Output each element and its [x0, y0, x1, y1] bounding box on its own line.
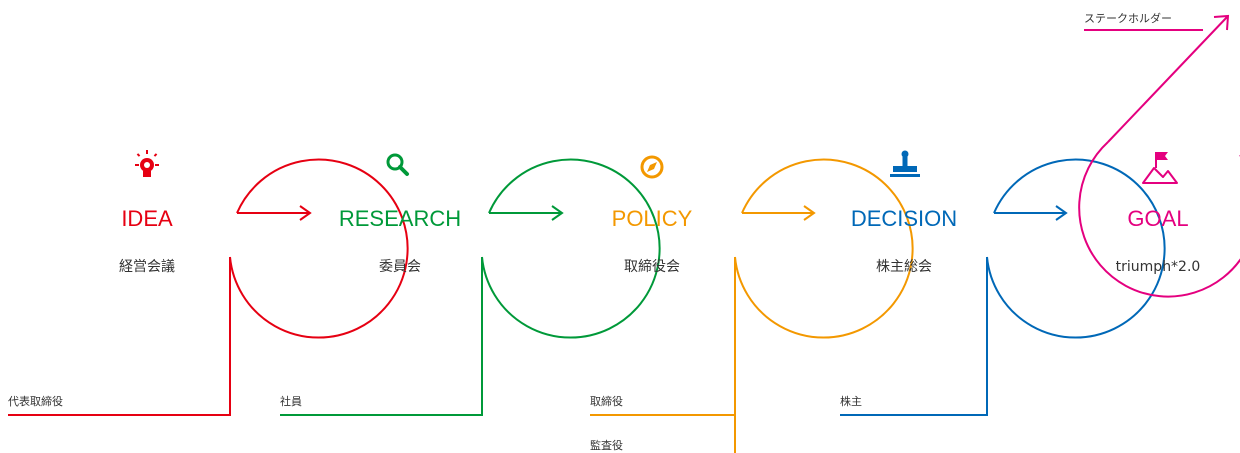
- node-decision: [840, 158, 1166, 416]
- magnifier-icon: [386, 153, 409, 176]
- idea-to-research-arrow: [237, 205, 312, 221]
- node-goal: [1078, 14, 1240, 298]
- goal-leader-line: [1107, 14, 1230, 143]
- policy-title: POLICY: [612, 206, 693, 231]
- idea-participant-label: 代表取締役: [8, 394, 63, 408]
- research-subtitle: 委員会: [379, 259, 421, 275]
- node-policy: [590, 158, 914, 453]
- research-leader-line: [280, 257, 483, 416]
- research-participant-label: 社員: [280, 394, 302, 408]
- lightbulb-head-icon: [135, 150, 159, 177]
- policy-participant-label-1: 取締役: [590, 394, 623, 408]
- stamp-icon: [890, 150, 920, 177]
- goal-participant-label: ステークホルダー: [1084, 11, 1172, 25]
- policy-leader-line: [590, 257, 736, 453]
- policy-to-decision-arrow: [742, 205, 816, 221]
- node-research: [280, 158, 661, 416]
- decision-leader-line: [840, 257, 988, 416]
- goal-title: GOAL: [1127, 206, 1188, 231]
- idea-subtitle: 経営会議: [119, 258, 175, 275]
- research-to-policy-arrow: [489, 205, 564, 221]
- goal-circle: [1078, 141, 1240, 298]
- research-title: RESEARCH: [339, 206, 461, 231]
- compass-icon: [640, 155, 664, 179]
- decision-to-goal-arrow: [994, 205, 1068, 221]
- goal-subtitle: triumph*2.0: [1116, 259, 1201, 275]
- decision-participant-label: 株主: [840, 394, 862, 408]
- policy-participant-label-2: 監査役: [590, 438, 623, 452]
- decision-subtitle: 株主総会: [876, 259, 932, 275]
- flag-mountain-icon: [1142, 152, 1178, 184]
- research-circle: [481, 158, 661, 339]
- idea-circle: [229, 158, 409, 339]
- policy-subtitle: 取締役会: [624, 258, 680, 275]
- node-idea: [8, 158, 409, 416]
- decision-circle: [986, 158, 1166, 339]
- policy-circle: [734, 158, 914, 339]
- idea-title: IDEA: [121, 206, 173, 231]
- idea-leader-line: [8, 257, 231, 416]
- decision-title: DECISION: [851, 206, 957, 231]
